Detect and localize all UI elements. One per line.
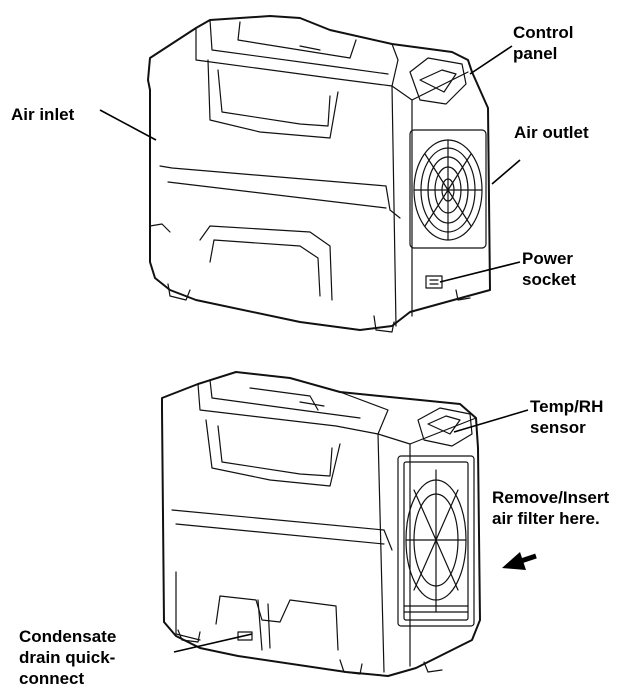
air-inlet-label: Air inlet — [11, 105, 75, 124]
temp-rh-sensor-label: Temp/RH sensor — [530, 397, 604, 437]
leader-lines — [99, 45, 529, 653]
power-socket-label: Power socket — [522, 249, 576, 289]
leader-power-socket — [439, 261, 521, 283]
leader-condensate-drain — [173, 633, 253, 653]
bottom-filter-frame — [397, 455, 475, 627]
insert-filter-arrow — [502, 552, 537, 570]
bottom-unit — [161, 371, 481, 677]
leader-air-outlet — [491, 159, 521, 185]
leader-air-inlet — [99, 109, 157, 141]
control-panel-label: Control panel — [513, 23, 574, 63]
remove-filter-label: Remove/Insert air filter here. — [492, 488, 610, 528]
leader-temp-rh-sensor — [453, 409, 529, 433]
leader-control-panel — [469, 45, 513, 75]
top-unit — [147, 15, 491, 333]
top-fan-grille — [409, 129, 487, 249]
air-outlet-label: Air outlet — [514, 123, 589, 142]
condensate-drain-label: Condensate drain quick- connect — [19, 627, 117, 688]
